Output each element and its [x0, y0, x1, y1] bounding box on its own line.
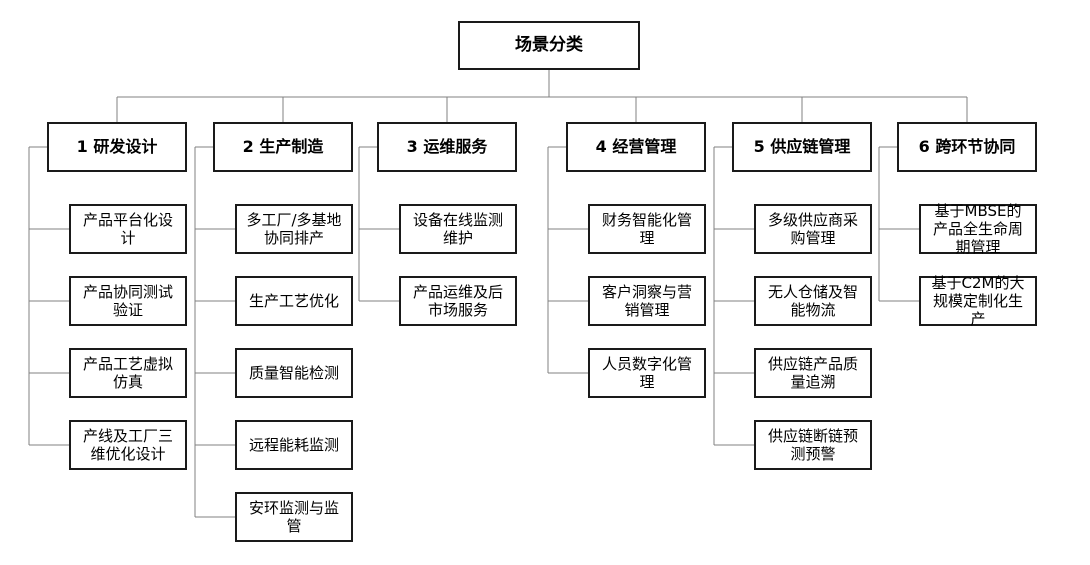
- scenario-node: 客户洞察与营销管理: [588, 276, 706, 326]
- scenario-node: 无人仓储及智能物流: [754, 276, 872, 326]
- category-node-2: 2 生产制造: [213, 122, 353, 172]
- scenario-node: 人员数字化管理: [588, 348, 706, 398]
- scenario-node: 产品运维及后市场服务: [399, 276, 517, 326]
- scenario-node: 生产工艺优化: [235, 276, 353, 326]
- scenario-node: 财务智能化管理: [588, 204, 706, 254]
- scenario-node: 质量智能检测: [235, 348, 353, 398]
- scenario-node: 多工厂/多基地协同排产: [235, 204, 353, 254]
- root-node: 场景分类: [458, 21, 640, 70]
- scenario-node: 产品平台化设计: [69, 204, 187, 254]
- scenario-node: 产品工艺虚拟仿真: [69, 348, 187, 398]
- scenario-node: 安环监测与监管: [235, 492, 353, 542]
- category-node-5: 5 供应链管理: [732, 122, 872, 172]
- scenario-node: 产线及工厂三维优化设计: [69, 420, 187, 470]
- scenario-node: 远程能耗监测: [235, 420, 353, 470]
- scenario-node: 设备在线监测维护: [399, 204, 517, 254]
- category-node-4: 4 经营管理: [566, 122, 706, 172]
- scenario-node: 产品协同测试验证: [69, 276, 187, 326]
- scenario-node: 供应链断链预测预警: [754, 420, 872, 470]
- scenario-node: 供应链产品质量追溯: [754, 348, 872, 398]
- scenario-node: 多级供应商采购管理: [754, 204, 872, 254]
- category-node-6: 6 跨环节协同: [897, 122, 1037, 172]
- category-node-1: 1 研发设计: [47, 122, 187, 172]
- scenario-node: 基于MBSE的产品全生命周期管理: [919, 202, 1037, 256]
- category-node-3: 3 运维服务: [377, 122, 517, 172]
- scenario-node: 基于C2M的大规模定制化生产: [919, 274, 1037, 328]
